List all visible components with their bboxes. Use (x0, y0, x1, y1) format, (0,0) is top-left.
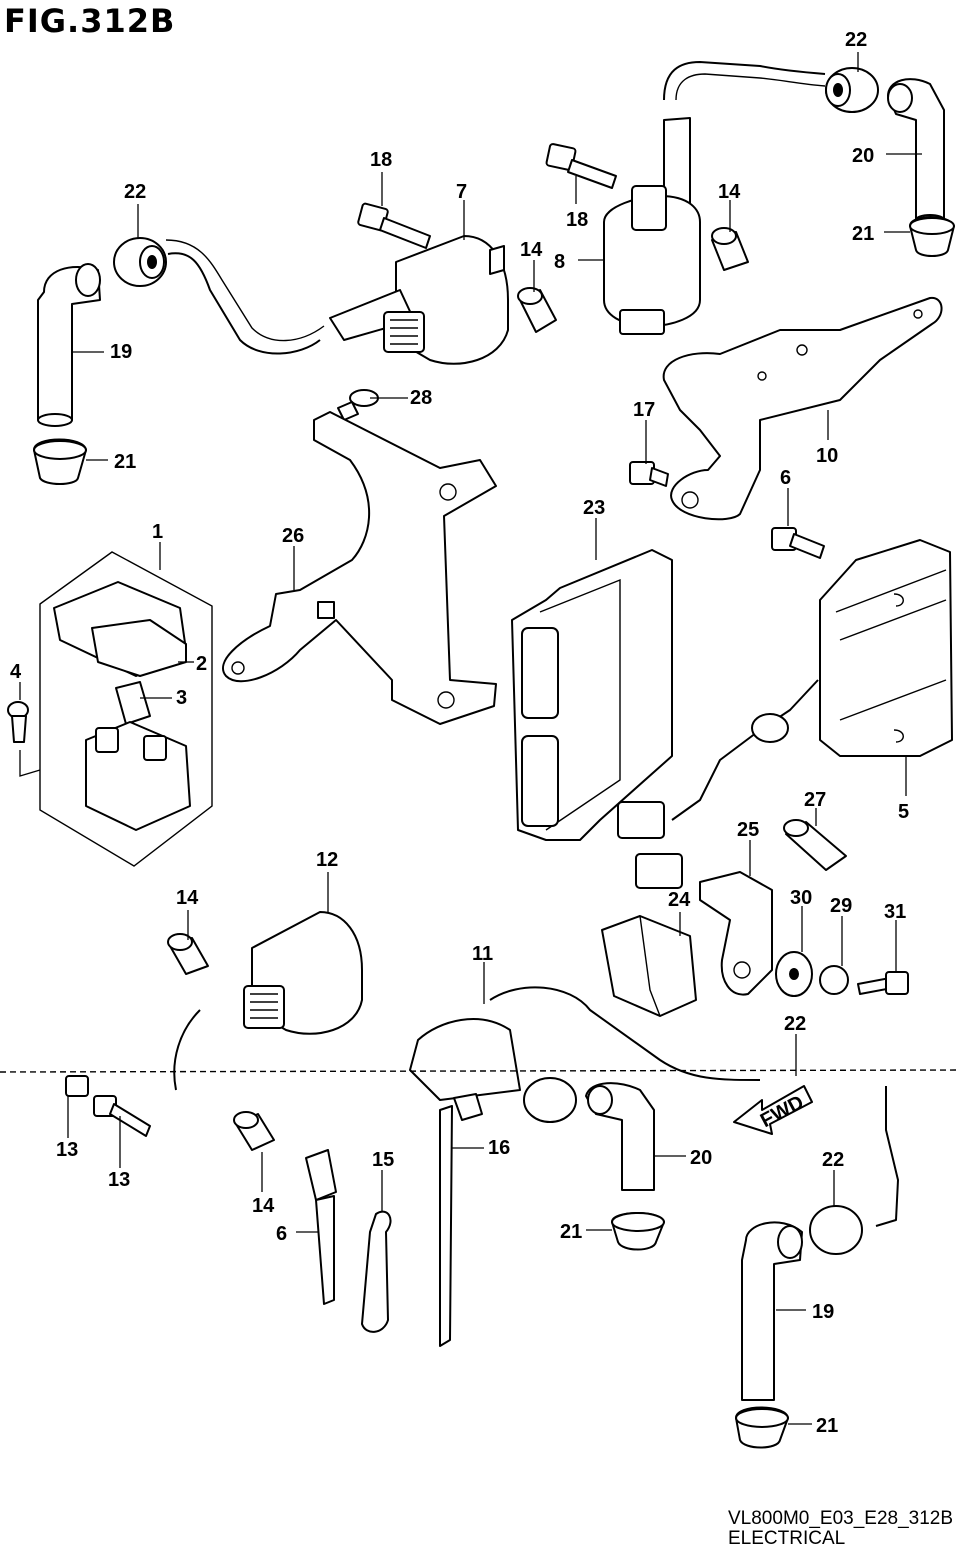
callout-24: 24 (668, 889, 691, 911)
fwd-arrow: FWD (733, 1085, 813, 1135)
bolt-13-a (65, 1075, 89, 1097)
starter-relay-assembly-1 (39, 551, 213, 867)
callout-5: 5 (898, 801, 909, 823)
callout-26: 26 (282, 525, 304, 547)
callout-11: 11 (472, 943, 493, 965)
regulator-harness (617, 679, 819, 889)
callout-25: 25 (737, 819, 759, 841)
callout-27: 27 (804, 789, 826, 811)
callout-28: 28 (410, 387, 432, 409)
callout-8: 7 (456, 181, 467, 203)
bolt-31 (857, 971, 909, 995)
callouts: 22 20 21 22 19 21 18 7 14 18 8 14 10 17 … (10, 29, 922, 1437)
callout-21-bottom-mid: 21 (560, 1221, 582, 1243)
bolt-18-right (545, 143, 617, 189)
relay-24 (601, 915, 697, 1017)
bracket-10 (662, 296, 943, 521)
callout-21-right: 21 (816, 1415, 838, 1437)
diagram-code: VL800M0_E03_E28_312B (728, 1508, 954, 1529)
callout-4: 4 (10, 661, 22, 683)
grommet-30 (775, 951, 813, 997)
bracket-26 (222, 411, 497, 725)
clamp-15 (361, 1210, 392, 1333)
callout-19-right: 19 (812, 1301, 834, 1323)
callout-19-left: 19 (110, 341, 132, 363)
callout-20-top: 20 (852, 145, 874, 167)
noise-suppressor-22-right (809, 1205, 863, 1255)
callout-22-bottom: 22 (784, 1013, 806, 1035)
collar-29 (819, 965, 849, 995)
diagram-cut-line (0, 1069, 960, 1073)
callout-22-top: 22 (845, 29, 867, 51)
bolt-17 (629, 461, 669, 487)
callout-17: 17 (633, 399, 655, 421)
ignition-coil-11 (409, 986, 761, 1101)
spacer-14-d (233, 1111, 275, 1151)
clamp-6 (305, 1149, 337, 1305)
spacer-14-a (517, 287, 557, 333)
callout-7: 6 (780, 467, 791, 489)
callout-10: 10 (816, 445, 838, 467)
callout-14-d: 14 (252, 1195, 275, 1217)
bolt-13-b (93, 1095, 151, 1137)
spacer-14-c (167, 933, 209, 975)
ecm-23 (511, 549, 673, 841)
callout-14-b: 14 (718, 181, 741, 203)
screw-28 (337, 389, 379, 421)
callout-20-bottom: 20 (690, 1147, 712, 1169)
callout-18-left: 18 (370, 149, 392, 171)
bolt-18-left (357, 202, 431, 249)
ht-cable-top-left (165, 239, 325, 355)
callout-22-right: 22 (822, 1149, 844, 1171)
ht-cable-bottom-right (875, 1086, 899, 1227)
callout-15: 15 (372, 1149, 394, 1171)
rubber-seal-21-bottom-mid (611, 1212, 665, 1251)
callout-1: 1 (152, 521, 163, 543)
bolt-7 (771, 527, 825, 559)
callout-12: 12 (316, 849, 338, 871)
callout-22-left: 22 (124, 181, 146, 203)
callout-29: 29 (830, 895, 852, 917)
spacer-27 (783, 819, 847, 871)
callout-13-b: 13 (108, 1169, 130, 1191)
callout-18-right: 18 (566, 209, 588, 231)
plug-cap-19-left (37, 263, 101, 427)
regulator-rectifier-5 (819, 539, 953, 757)
callout-21-top: 21 (852, 223, 874, 245)
noise-suppressor-22-bottom (523, 1077, 577, 1123)
callout-31: 31 (884, 901, 906, 923)
ignition-coil-8 (329, 235, 509, 365)
section-name: ELECTRICAL (728, 1528, 846, 1549)
callout-30: 30 (790, 887, 812, 909)
rubber-seal-21-top (909, 216, 955, 257)
ignition-coil-9 (603, 185, 701, 335)
ignition-coil-12 (173, 911, 363, 1091)
callout-23: 23 (583, 497, 605, 519)
rubber-seal-21-left (33, 438, 87, 485)
figure-title: FIG.312B (4, 2, 176, 40)
callout-14-a: 14 (520, 239, 543, 261)
callout-2: 2 (196, 653, 207, 675)
callout-21-left: 21 (114, 451, 136, 473)
bracket-25 (699, 871, 773, 996)
bolt-4 (7, 701, 29, 743)
callout-16: 16 (488, 1137, 510, 1159)
clamp-16 (439, 1093, 483, 1347)
noise-suppressor-22-top (825, 67, 879, 113)
spacer-14-b (711, 227, 749, 271)
callout-6: 6 (276, 1223, 287, 1245)
callout-3: 3 (176, 687, 187, 709)
callout-14-c: 14 (176, 887, 199, 909)
callout-13-a: 13 (56, 1139, 78, 1161)
plug-cap-19-right (741, 1221, 803, 1401)
callout-9: 8 (554, 251, 565, 273)
plug-cap-20-bottom (585, 1082, 655, 1191)
noise-suppressor-22-left (113, 237, 167, 287)
plug-cap-20-top (887, 78, 945, 226)
rubber-seal-21-right (735, 1406, 789, 1449)
